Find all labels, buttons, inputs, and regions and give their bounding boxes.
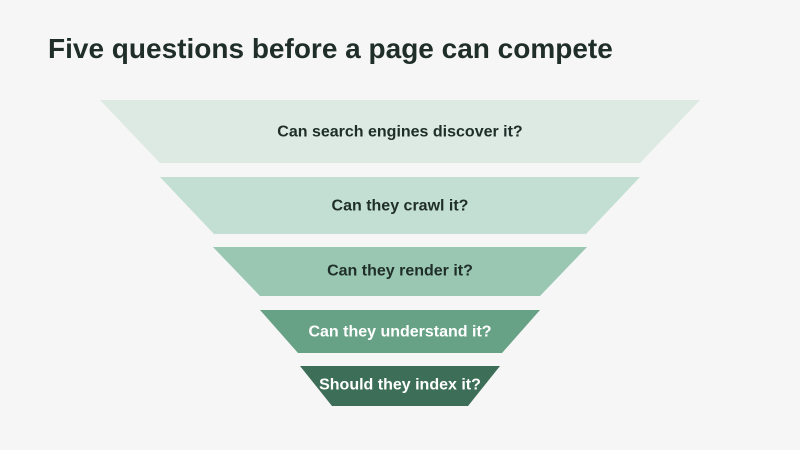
funnel-layer-understand-label: Can they understand it? [308,324,491,341]
funnel-layer-understand: Can they understand it? [260,310,540,353]
funnel-layer-render-shape [213,247,587,296]
funnel-layer-discover-label: Can search engines discover it? [277,124,522,141]
funnel-layer-index-shape [300,366,500,406]
funnel-layer-render-label: Can they render it? [327,263,473,280]
funnel-layer-index-label: Should they index it? [319,377,481,394]
funnel-layer-understand-shape [260,310,540,353]
funnel-layer-crawl-label: Can they crawl it? [332,198,469,215]
funnel-layer-render: Can they render it? [213,247,587,296]
funnel-layer-index: Should they index it? [300,366,500,406]
funnel-layer-discover-shape [100,100,700,163]
funnel-layer-discover: Can search engines discover it? [100,100,700,163]
slide-title: Five questions before a page can compete [48,33,613,64]
funnel-layer-crawl-shape [160,177,640,234]
funnel-layer-crawl: Can they crawl it? [160,177,640,234]
